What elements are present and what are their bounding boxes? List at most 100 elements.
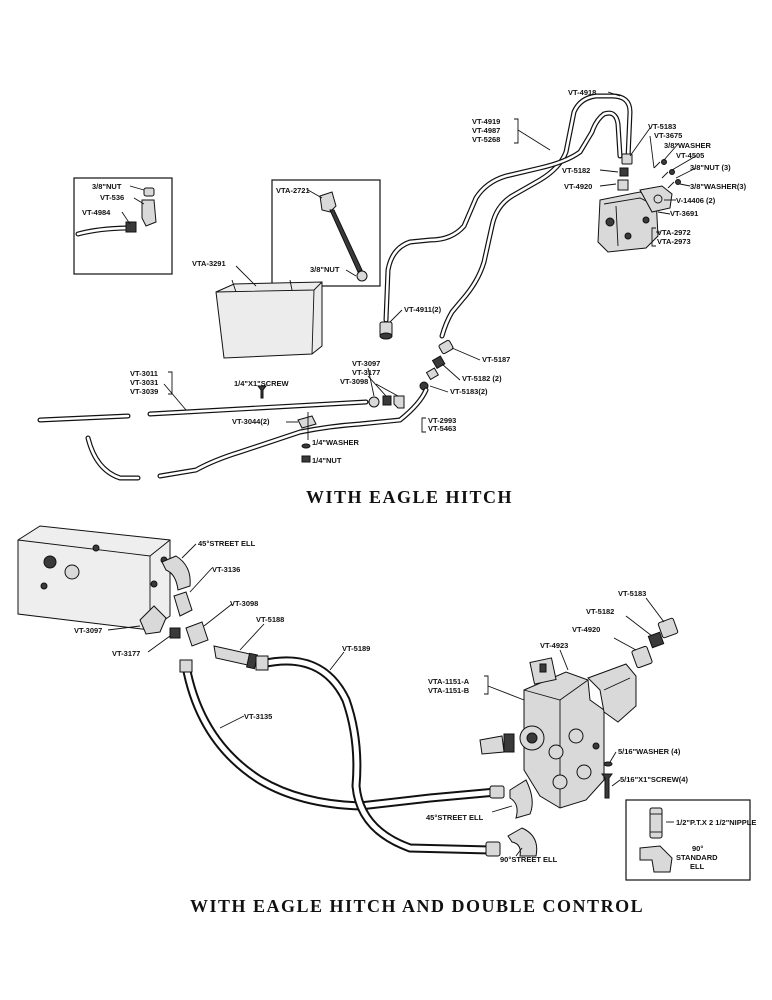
label-vt-5188: VT-5188: [256, 615, 284, 624]
fitting-vt-4920-bottom: [613, 637, 653, 669]
label-vt-4984: VT-4984: [82, 208, 111, 217]
top-section: VT-4918 VT-4919 VT-4987 VT-5268 VT-5183 …: [37, 88, 747, 507]
label-vt-5189: VT-5189: [342, 644, 370, 653]
label-std-ell-90: 90°: [692, 844, 703, 853]
label-screw-5-16: 5/16"X1"SCREW(4): [620, 775, 688, 784]
leaders-top-right: [514, 91, 697, 247]
fitting-vt-5183-bottom: [645, 597, 679, 639]
label-45-street-ell-lower: 45°STREET ELL: [426, 813, 484, 822]
label-vta-2973: VTA-2973: [657, 237, 691, 246]
label-vt-3098-bottom: VT-3098: [230, 599, 258, 608]
label-vt-5183-2: VT-5183(2): [450, 387, 488, 396]
label-v-14406: V-14406 (2): [676, 196, 716, 205]
pipe-vt-2993: [85, 387, 429, 481]
label-vt-3135: VT-3135: [244, 712, 272, 721]
inset-box-nipple: [625, 799, 751, 881]
label-vt-3691: VT-3691: [670, 209, 698, 218]
label-vt-4920-bottom: VT-4920: [572, 625, 600, 634]
label-washer-14: 1/4"WASHER: [312, 438, 359, 447]
fitting-vt-3177-bottom: [147, 627, 181, 653]
label-washer-38: 3/8"WASHER: [664, 141, 711, 150]
label-vt-4920-top: VT-4920: [564, 182, 592, 191]
clip-hardware: [257, 385, 317, 463]
label-std-ell-ell: ELL: [690, 862, 705, 871]
street-ell-45-lower: [491, 779, 533, 819]
fitting-vt-5188: [213, 623, 265, 670]
label-vt-4911: VT-4911(2): [404, 305, 442, 314]
label-vt-5183-bottom: VT-5183: [618, 589, 646, 598]
label-vt-4918: VT-4918: [568, 88, 596, 97]
label-vt-5268: VT-5268: [472, 135, 500, 144]
label-vt-4987: VT-4987: [472, 126, 500, 135]
fittings-vt-5187-group: [419, 339, 481, 393]
label-std-ell-standard: STANDARD: [676, 853, 718, 862]
label-nut-3: 3/8"NUT (3): [690, 163, 731, 172]
label-vt-3177-bottom: VT-3177: [112, 649, 140, 658]
inset-box-vta-2721: [271, 179, 381, 287]
label-90-street-ell: 90°STREET ELL: [500, 855, 558, 864]
label-vt-5183-top: VT-5183: [648, 122, 676, 131]
fitting-vt-5183-top: [621, 153, 633, 165]
fitting-vt-4920-top: [617, 179, 629, 191]
label-vta-1151-b: VTA-1151-B: [428, 686, 470, 695]
label-nut-38-inset: 3/8"NUT: [92, 182, 122, 191]
label-vt-3675: VT-3675: [654, 131, 682, 140]
leader-vt-4923: [559, 649, 569, 671]
label-vt-3039: VT-3039: [130, 387, 158, 396]
bracket-vta-1151: [484, 675, 489, 695]
label-nut-14: 1/4"NUT: [312, 456, 342, 465]
washers-5-16: [603, 751, 617, 767]
label-vt-5182-top: VT-5182: [562, 166, 590, 175]
label-vt-5182-2: VT-5182 (2): [462, 374, 502, 383]
label-nipple: 1/2"P.T.X 2 1/2"NIPPLE: [676, 818, 756, 827]
label-vt-3177-top: VT-3177: [352, 368, 380, 377]
leader-vta-1151: [487, 685, 525, 701]
label-45-street-ell-top: 45°STREET ELL: [198, 539, 256, 548]
label-screw-14: 1/4"X1"SCREW: [234, 379, 290, 388]
label-vt-2993: VT-2993: [428, 416, 456, 425]
label-vt-3098-top: VT-3098: [340, 377, 368, 386]
tube-vt-4919: [383, 110, 623, 323]
screws-5-16: [601, 773, 621, 799]
studs-vt-4505: [653, 159, 681, 189]
leader-vt-4911: [389, 309, 403, 323]
label-vt-5182-bottom: VT-5182: [586, 607, 614, 616]
label-vt-3044: VT-3044(2): [232, 417, 270, 426]
caption-top: WITH EAGLE HITCH: [306, 487, 513, 507]
label-washer-5-16: 5/16"WASHER (4): [618, 747, 681, 756]
reservoir-vta-3291: [215, 265, 323, 359]
hose-end-vt-4911: [379, 321, 393, 340]
label-vta-2721: VTA-2721: [276, 186, 310, 195]
control-valve-double: [479, 657, 637, 809]
control-valve-top: [597, 185, 673, 253]
label-vt-3031: VT-3031: [130, 378, 158, 387]
street-ell-45-top: [161, 543, 197, 591]
label-vt-4505: VT-4505: [676, 151, 704, 160]
label-vta-2972: VTA-2972: [657, 228, 691, 237]
label-vt-4919: VT-4919: [472, 117, 500, 126]
label-vt-5187: VT-5187: [482, 355, 510, 364]
bottom-section: 45°STREET ELL VT-3136 VT-3098 VT-5188 VT…: [17, 525, 756, 916]
inset-box-vt-4984: [73, 177, 173, 275]
fitting-vt-3097-bottom: [107, 605, 167, 635]
label-vta-1151-a: VTA-1151-A: [428, 677, 470, 686]
label-vt-4923: VT-4923: [540, 641, 568, 650]
hose-vt-5189: [255, 651, 501, 857]
label-vt-5463: VT-5463: [428, 424, 456, 433]
label-vta-3291: VTA-3291: [192, 259, 226, 268]
label-washer-3: 3/8"WASHER(3): [690, 182, 747, 191]
label-vt-3097-bottom: VT-3097: [74, 626, 102, 635]
pipe-vt-3011: [37, 371, 369, 423]
fittings-vt-3097-group: [367, 367, 405, 409]
caption-bottom: WITH EAGLE HITCH AND DOUBLE CONTROL: [190, 896, 644, 916]
label-nut-38-inset2: 3/8"NUT: [310, 265, 340, 274]
fitting-vt-5182-bottom: [625, 615, 665, 649]
label-vt-3097-top: VT-3097: [352, 359, 380, 368]
fitting-vt-3098-bottom: [185, 603, 233, 647]
street-ell-90: [507, 827, 538, 857]
label-vt-536: VT-536: [100, 193, 124, 202]
label-vt-3136: VT-3136: [212, 565, 240, 574]
fitting-vt-5182-top: [619, 167, 629, 177]
label-vt-3011: VT-3011: [130, 369, 158, 378]
